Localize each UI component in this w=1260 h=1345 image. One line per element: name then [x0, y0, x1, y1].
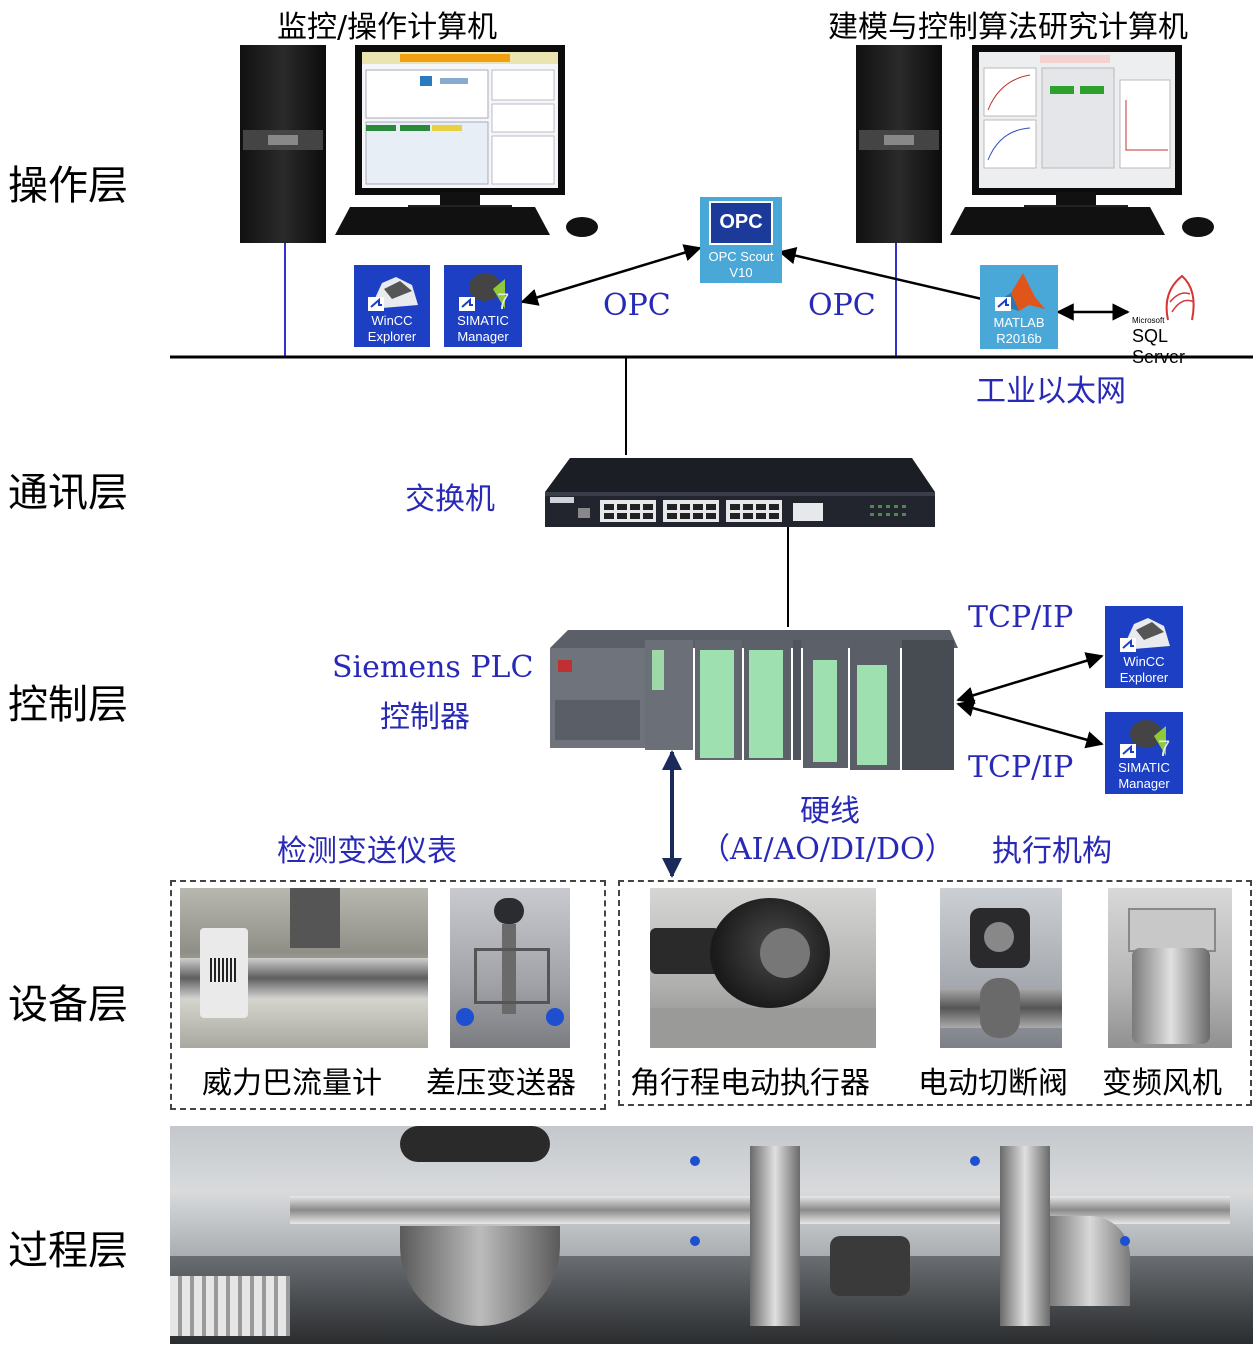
wincc-explorer-icon-2[interactable]: WinCC Explorer [1105, 606, 1183, 688]
hardwire-label-line2: （AI/AO/DI/DO） [700, 832, 955, 867]
valve-photo [940, 888, 1062, 1048]
actuator-group-box [618, 880, 1252, 1106]
svg-text:7: 7 [1158, 736, 1170, 760]
tcp-label-2: TCP/IP [968, 750, 1074, 785]
process-photo [170, 1126, 1253, 1344]
sensors-label: 检测变送仪表 [277, 834, 457, 869]
fan-photo [1108, 888, 1232, 1048]
dp-transmitter-photo [450, 888, 570, 1048]
tcp-label-1: TCP/IP [968, 600, 1074, 635]
hardwire-label-line1: 硬线 [800, 794, 860, 829]
sql-server-icon [1165, 274, 1195, 321]
sensor-group-box [170, 880, 606, 1110]
simatic-manager-icon[interactable]: 7 SIMATIC Manager [444, 265, 522, 347]
network-switch [545, 458, 935, 527]
opc-scout-icon[interactable]: OPC OPC Scout V10 [700, 197, 782, 283]
fan-label: 变频风机 [1102, 1066, 1222, 1101]
actuator-photo [650, 888, 876, 1048]
dp-transmitter-label: 差压变送器 [426, 1066, 576, 1101]
layer-device: 设备层 [8, 982, 128, 1028]
valve-label: 电动切断阀 [918, 1066, 1068, 1101]
right-computer-title: 建模与控制算法研究计算机 [828, 10, 1188, 45]
flowmeter-label: 威力巴流量计 [202, 1066, 382, 1101]
plc-label-line1: Siemens PLC [332, 650, 534, 685]
opc-label-left: OPC [603, 288, 671, 323]
opc-label-right: OPC [808, 288, 876, 323]
layer-control: 控制层 [8, 682, 128, 728]
svg-text:7: 7 [497, 289, 509, 313]
matlab-icon[interactable]: MATLAB R2016b [980, 265, 1058, 349]
switch-label: 交换机 [405, 482, 495, 517]
left-computer [240, 45, 598, 357]
layer-communication: 通讯层 [8, 470, 128, 516]
wincc-explorer-icon[interactable]: WinCC Explorer [354, 265, 430, 347]
actuators-label: 执行机构 [992, 834, 1112, 869]
layer-process: 过程层 [8, 1228, 128, 1274]
tcp-arrow-1 [956, 652, 1104, 704]
ethernet-label: 工业以太网 [976, 374, 1126, 409]
left-computer-title: 监控/操作计算机 [277, 10, 498, 45]
right-computer [856, 45, 1214, 357]
plc-label-line2: 控制器 [380, 700, 470, 735]
simatic-manager-icon-2[interactable]: 7 SIMATIC Manager [1105, 712, 1183, 794]
opc-right-arrow [778, 247, 1014, 311]
tcp-arrow-2 [956, 699, 1104, 749]
opc-logo-text: OPC [719, 211, 763, 233]
sql-server-logo: Microsoft SQL Server [1128, 272, 1210, 367]
actuator-label: 角行程电动执行器 [630, 1066, 870, 1101]
flowmeter-photo [180, 888, 428, 1048]
siemens-plc [550, 630, 958, 770]
layer-operation: 操作层 [8, 163, 128, 209]
opc-left-arrow [520, 244, 702, 306]
